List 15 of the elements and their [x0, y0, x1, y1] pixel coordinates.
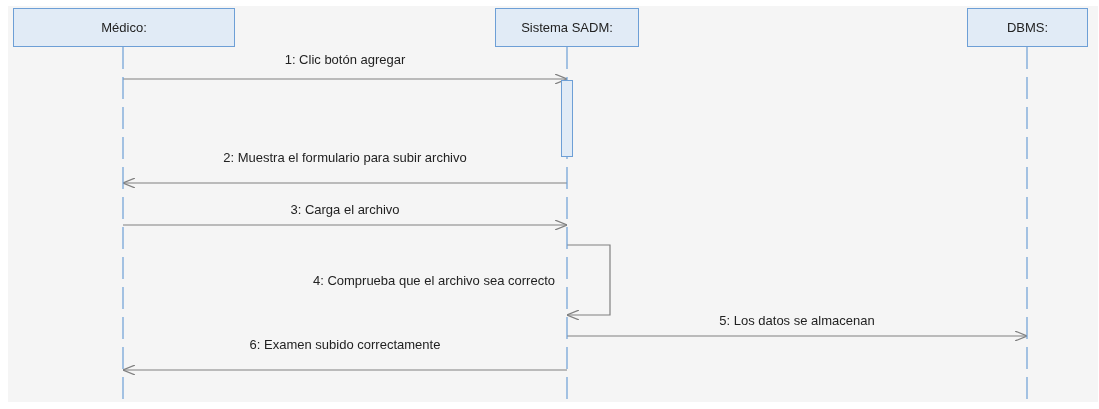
message-arrow: [122, 364, 568, 376]
lifeline-head: Sistema SADM:: [495, 8, 639, 47]
lifeline-head: Médico:: [13, 8, 235, 47]
message-arrow: [566, 330, 1028, 342]
message-label: 5: Los datos se almacenan: [719, 313, 875, 329]
message-arrow: [122, 73, 568, 85]
message-label: 6: Examen subido correctamente: [249, 337, 441, 353]
self-message-arrow: [566, 244, 611, 321]
message-label: 4: Comprueba que el archivo sea correcto: [312, 273, 555, 289]
message-arrow: [122, 177, 568, 189]
message-arrow: [122, 219, 568, 231]
message-label: 3: Carga el archivo: [290, 202, 400, 218]
message-label: 1: Clic botón agregar: [284, 52, 406, 68]
lifeline-head: DBMS:: [967, 8, 1088, 47]
message-label: 2: Muestra el formulario para subir archivo: [223, 150, 467, 166]
